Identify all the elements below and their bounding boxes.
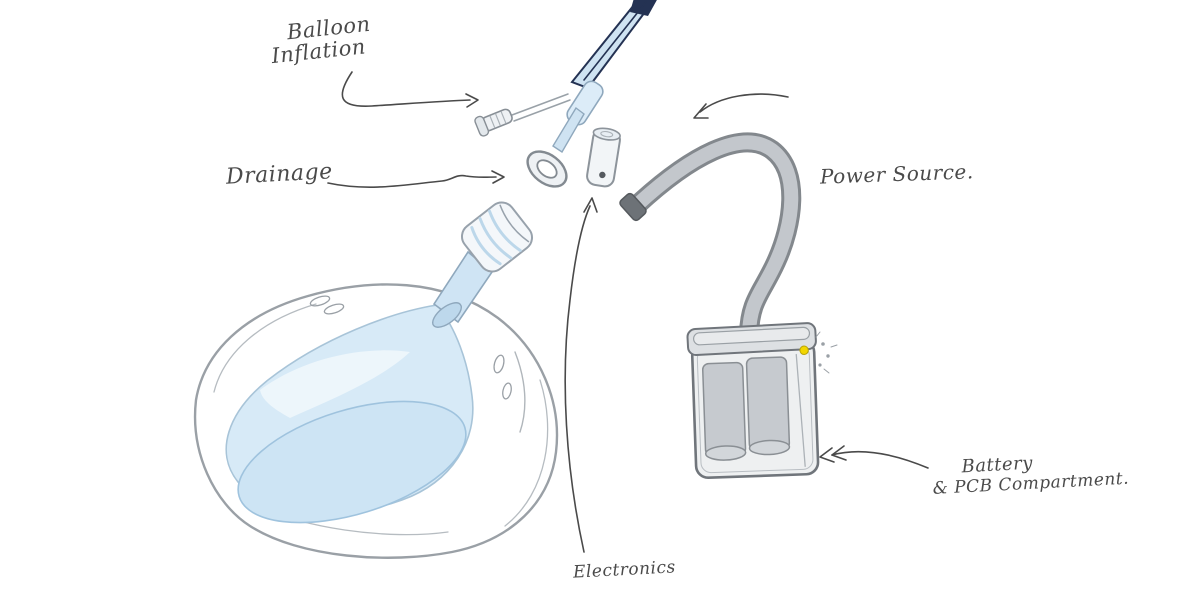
battery-cells <box>701 356 791 461</box>
ribbed-cap-neck <box>432 201 534 328</box>
battery-box <box>686 322 820 479</box>
distal-hub-cylinder <box>586 127 621 188</box>
label-battery-pcb: Battery & PCB Compartment. <box>932 448 1129 499</box>
led-indicator <box>799 345 809 355</box>
electronics-arrow <box>564 197 598 553</box>
drainage-arrow <box>327 170 505 188</box>
battery-arrow <box>819 445 929 469</box>
balloon-inflation-port <box>474 93 571 137</box>
led-sparkle-marks <box>815 331 838 374</box>
dome-funnel <box>193 201 559 559</box>
power-cable-gooseneck <box>619 132 802 344</box>
catheter-assembly <box>474 0 657 188</box>
balloon-inflation-arrow <box>341 71 479 108</box>
catheter-shaft <box>570 0 657 90</box>
annotation-arrows <box>327 71 929 553</box>
drainage-port <box>526 106 585 188</box>
power-source-arrow <box>693 93 789 119</box>
label-balloon-inflation: Balloon Inflation <box>270 12 374 68</box>
